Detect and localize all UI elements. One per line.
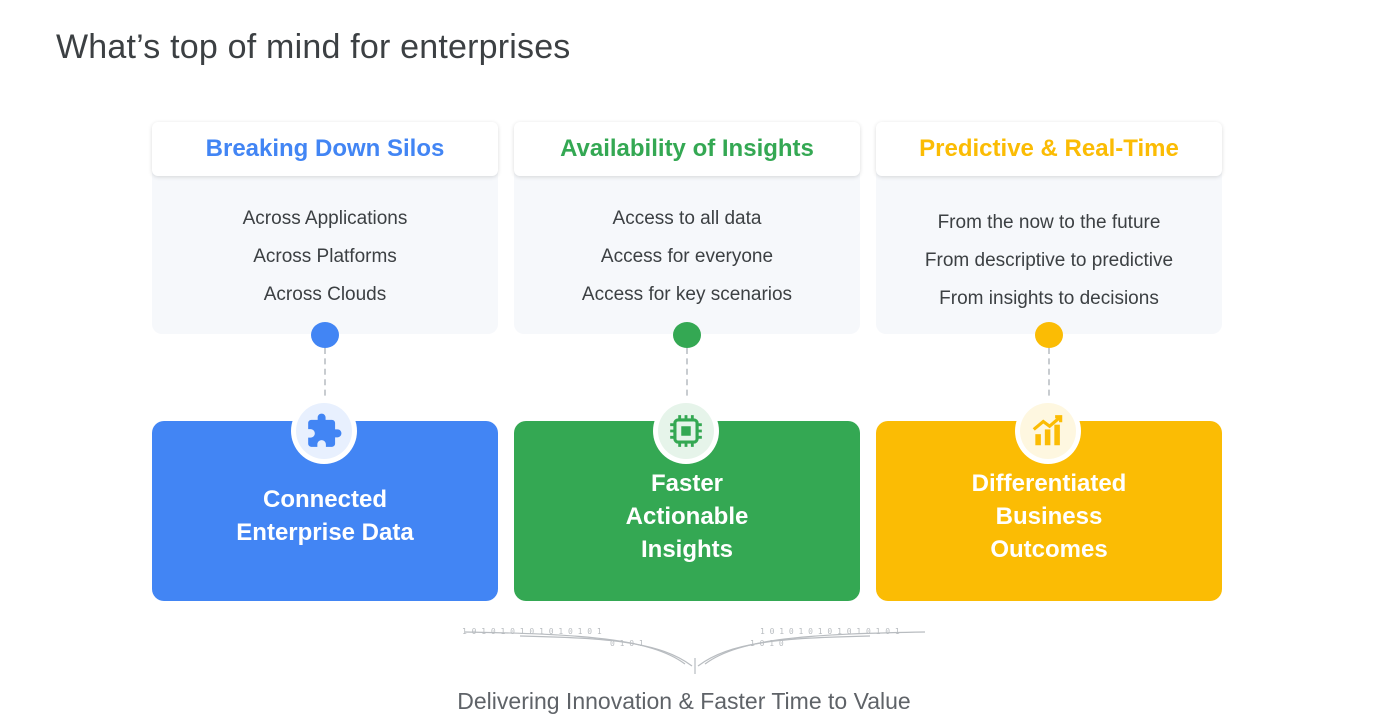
- puzzle-piece-icon: [308, 413, 342, 447]
- info-card: Breaking Down Silos Across Applications …: [152, 122, 498, 334]
- outcome-text: Differentiated Business Outcomes: [971, 469, 1127, 563]
- outcome-text: Connected Enterprise Data: [236, 486, 414, 546]
- list-item: Across Platforms: [253, 246, 397, 267]
- outcome-text: Faster Actionable Insights: [625, 469, 749, 563]
- icon-badge: [1015, 398, 1081, 464]
- info-card: Availability of Insights Access to all d…: [514, 122, 860, 334]
- list-item: Across Clouds: [263, 284, 387, 305]
- list-item: Access for key scenarios: [581, 284, 793, 305]
- column-breaking-down-silos: Breaking Down Silos Across Applications …: [152, 0, 498, 718]
- footer-caption: Delivering Innovation & Faster Time to V…: [457, 688, 911, 714]
- list-item: From descriptive to predictive: [924, 250, 1174, 271]
- page-title: What’s top of mind for enterprises: [56, 28, 571, 66]
- growth-chart-icon: [1032, 415, 1063, 446]
- connector-dot: [1035, 322, 1063, 348]
- dashed-connector: [1048, 348, 1050, 406]
- info-card-heading: Availability of Insights: [514, 122, 860, 176]
- info-card-heading: Breaking Down Silos: [152, 122, 498, 176]
- column-predictive-real-time: Predictive & Real-Time From the now to t…: [876, 0, 1222, 718]
- dashed-connector: [324, 348, 326, 406]
- list-item: Access to all data: [612, 208, 762, 229]
- svg-text:0 1 0 1: 0 1 0 1: [610, 639, 644, 648]
- data-flow-graphic: 1 0 1 0 1 0 1 0 1 0 1 0 1 0 1 1 0 1 0 1 …: [462, 627, 926, 674]
- list-item: From the now to the future: [937, 212, 1161, 233]
- info-list: From the now to the future From descript…: [876, 208, 1222, 322]
- list-item: From insights to decisions: [939, 288, 1159, 309]
- icon-badge: [653, 398, 719, 464]
- svg-text:1 0 1 0 1 0 1 0 1 0 1 0 1 0 1: 1 0 1 0 1 0 1 0 1 0 1 0 1 0 1: [760, 627, 900, 636]
- list-item: Across Applications: [242, 208, 408, 229]
- connector-dot: [311, 322, 339, 348]
- svg-text:1 0 1 0 1 0 1 0 1 0 1 0 1 0 1: 1 0 1 0 1 0 1 0 1 0 1 0 1 0 1: [462, 627, 602, 636]
- info-card-heading: Predictive & Real-Time: [876, 122, 1222, 176]
- info-list: Access to all data Access for everyone A…: [514, 204, 860, 318]
- svg-text:1 0 1 0: 1 0 1 0: [750, 639, 784, 648]
- chip-icon: [670, 415, 702, 447]
- info-card: Predictive & Real-Time From the now to t…: [876, 122, 1222, 334]
- icon-badge: [291, 398, 357, 464]
- connector-dot: [673, 322, 701, 348]
- column-availability-of-insights: Availability of Insights Access to all d…: [514, 0, 860, 718]
- list-item: Access for everyone: [600, 246, 774, 267]
- info-list: Across Applications Across Platforms Acr…: [152, 204, 498, 318]
- dashed-connector: [686, 348, 688, 406]
